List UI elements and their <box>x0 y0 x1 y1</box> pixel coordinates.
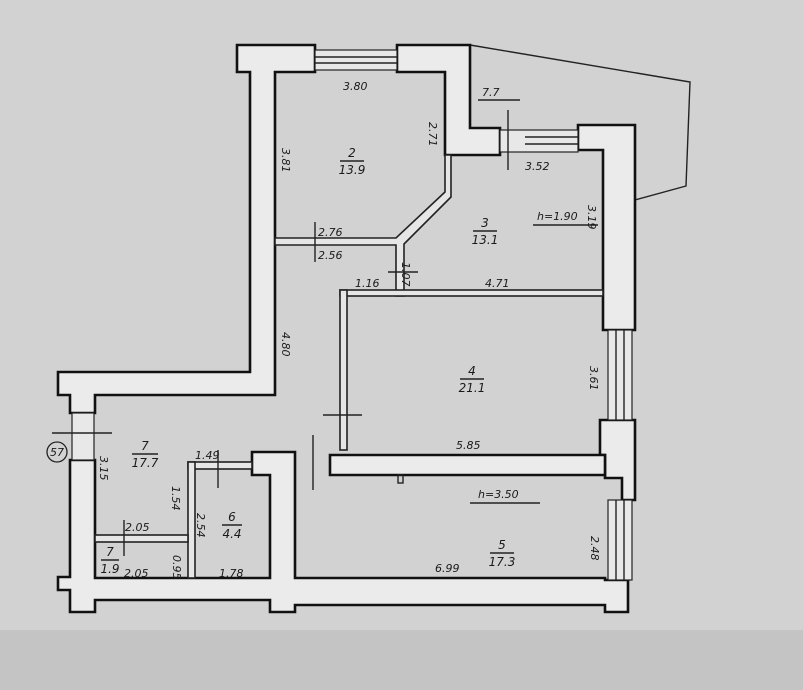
dim-6-99: 6.99 <box>435 562 460 575</box>
room-label-3: 3 13.1 <box>472 216 499 247</box>
room-area: 17.3 <box>489 555 516 569</box>
room-number: 2 <box>348 146 356 160</box>
dim-1-54: 1.54 <box>169 486 182 511</box>
room-label-6: 6 4.4 <box>222 510 242 541</box>
windows <box>71 49 633 581</box>
paper-edge <box>0 630 803 690</box>
tick-marks <box>52 110 598 556</box>
dim-2-56: 2.56 <box>318 249 343 262</box>
dim-1-07: 1.07 <box>399 262 412 287</box>
dim-2-71: 2.71 <box>426 122 439 147</box>
dim-2-76: 2.76 <box>318 226 343 239</box>
dim-2-54: 2.54 <box>194 513 207 538</box>
room-area: 13.9 <box>339 163 366 177</box>
dim-3-80: 3.80 <box>343 80 368 93</box>
room-label-7-small: 7 1.9 <box>100 545 119 576</box>
dim-5-85: 5.85 <box>456 439 481 452</box>
room-number: 4 <box>468 364 476 378</box>
exterior-walls <box>56 43 637 614</box>
dim-4-71: 4.71 <box>485 277 510 290</box>
dim-3-61: 3.61 <box>587 366 600 391</box>
dim-1-78: 1.78 <box>219 567 244 580</box>
room-number: 6 <box>228 510 236 524</box>
dim-1-16: 1.16 <box>355 277 380 290</box>
dimensions-horizontal: 3.80 3.52 2.76 2.56 1.16 4.71 5.85 1.49 … <box>124 80 550 580</box>
room5-height: h=3.50 <box>478 488 519 501</box>
dim-2-48: 2.48 <box>588 536 601 561</box>
room-label-4: 4 21.1 <box>459 364 486 395</box>
room-area: 21.1 <box>459 381 486 395</box>
room-area: 4.4 <box>222 527 241 541</box>
room-number: 7 <box>141 439 149 453</box>
dim-3-15: 3.15 <box>97 456 110 481</box>
room-number: 7 <box>106 545 114 559</box>
partitions <box>94 154 604 579</box>
balcony-area: 7.7 <box>482 86 500 99</box>
dimensions-vertical: 3.81 2.71 3.19 1.07 4.80 3.61 3.15 1.54 … <box>97 122 601 580</box>
apartment-number: 57 <box>50 446 64 459</box>
room-area: 17.7 <box>132 456 159 470</box>
dim-1-49: 1.49 <box>195 449 220 462</box>
dim-0-95: 0.95 <box>170 555 183 580</box>
room3-height: h=1.90 <box>537 210 578 223</box>
room-label-5: 5 17.3 <box>489 538 516 569</box>
room-area: 1.9 <box>100 562 119 576</box>
dim-2-05-top: 2.05 <box>125 521 150 534</box>
balcony-outline <box>469 44 691 201</box>
dim-3-19: 3.19 <box>585 205 598 230</box>
apartment-number-circle <box>46 441 68 463</box>
room-number: 3 <box>481 216 489 230</box>
dim-4-80: 4.80 <box>279 332 292 357</box>
room-number: 5 <box>498 538 506 552</box>
room-label-2: 2 13.9 <box>339 146 366 177</box>
room-label-7: 7 17.7 <box>132 439 159 470</box>
dim-2-05-bottom: 2.05 <box>124 567 149 580</box>
dim-3-81: 3.81 <box>279 148 292 173</box>
dim-3-52: 3.52 <box>525 160 550 173</box>
room-area: 13.1 <box>472 233 499 247</box>
